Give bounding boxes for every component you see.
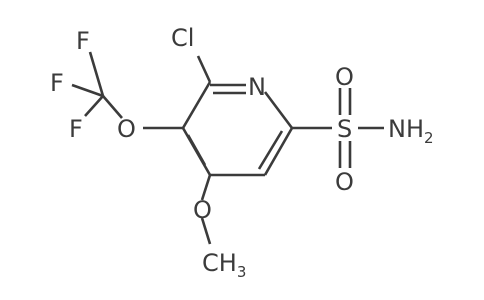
bond-cf3-f-mid	[71, 83, 104, 98]
atom-ch3: CH3	[202, 249, 246, 281]
bond-c6-c5-inner	[257, 130, 284, 170]
atom-o-methoxy: O	[193, 196, 212, 224]
bond-o-ch3	[200, 217, 212, 245]
bond-o-cf3	[102, 95, 123, 119]
bond-cf3-f-top	[88, 51, 105, 97]
atom-o-top: O	[335, 63, 354, 91]
atom-f-mid: F	[50, 69, 64, 97]
bond-c4-o	[200, 174, 212, 201]
bond-c6-c5	[263, 127, 294, 176]
atom-cl: Cl	[171, 24, 194, 52]
atom-o-bottom: O	[335, 168, 354, 196]
bond-c2-cl	[196, 55, 212, 83]
atom-n: N	[248, 73, 266, 101]
atom-f-top: F	[76, 27, 90, 55]
bond-n-c6	[263, 91, 294, 129]
bonds	[71, 51, 384, 245]
atom-o-ether: O	[117, 115, 136, 143]
bond-c4-c3-inner	[186, 134, 207, 166]
atom-f-bottom: F	[69, 115, 83, 143]
atom-nh2: NH2	[388, 115, 434, 147]
bond-cf3-f-bottom	[84, 95, 104, 117]
bond-c3-c2	[181, 81, 212, 129]
atom-labels: Cl N S O O NH2 O F F F O CH3	[50, 24, 434, 281]
atom-s: S	[337, 115, 352, 143]
